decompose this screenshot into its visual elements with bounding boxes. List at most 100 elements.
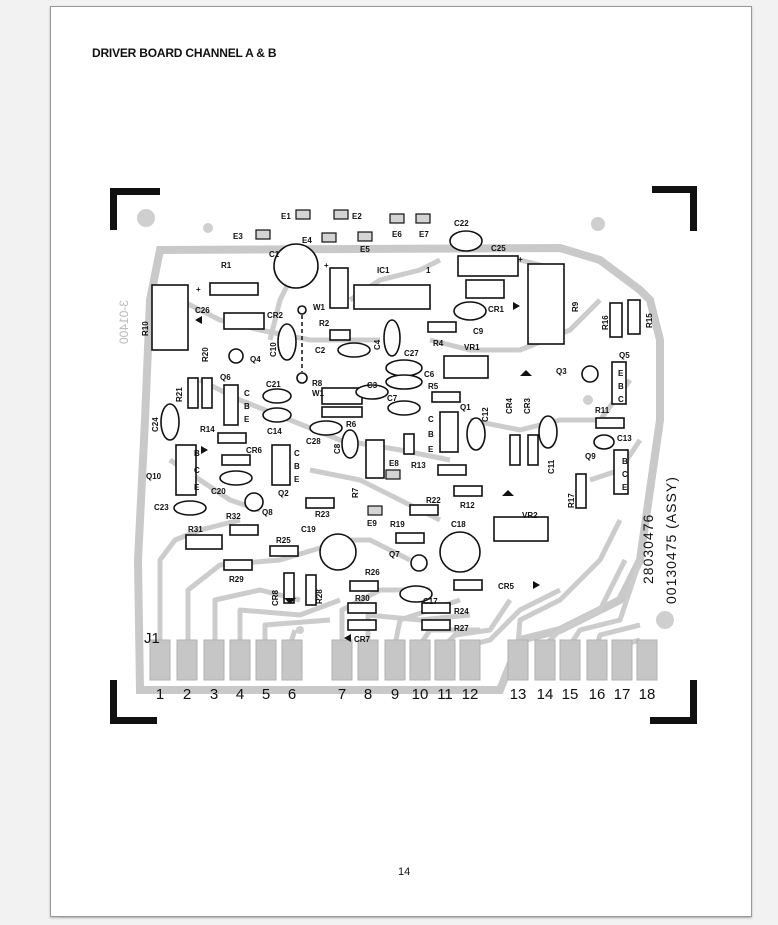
svg-text:C21: C21 — [266, 380, 281, 389]
svg-text:E: E — [244, 415, 250, 424]
pin-number: 9 — [391, 686, 399, 703]
pin-number: 4 — [236, 686, 244, 703]
svg-text:Q1: Q1 — [460, 403, 471, 412]
svg-text:C17: C17 — [423, 597, 438, 606]
svg-text:C4: C4 — [373, 339, 382, 350]
svg-text:R13: R13 — [411, 461, 426, 470]
pin-number: 8 — [364, 686, 372, 703]
page-bottom-rule — [60, 917, 750, 918]
svg-text:B: B — [294, 462, 300, 471]
svg-text:B: B — [618, 382, 624, 391]
svg-text:CR7: CR7 — [354, 635, 371, 644]
svg-text:C11: C11 — [547, 459, 556, 474]
svg-text:Q9: Q9 — [585, 452, 596, 461]
svg-text:R14: R14 — [200, 425, 215, 434]
pin-number: 18 — [639, 686, 656, 703]
svg-text:VR1: VR1 — [464, 343, 480, 352]
svg-text:Q4: Q4 — [250, 355, 261, 364]
svg-text:E3: E3 — [233, 232, 243, 241]
svg-text:R9: R9 — [571, 301, 580, 312]
svg-text:E1: E1 — [281, 212, 291, 221]
svg-text:E: E — [618, 369, 624, 378]
svg-text:Q8: Q8 — [262, 508, 273, 517]
svg-text:C6: C6 — [424, 370, 435, 379]
svg-text:C: C — [194, 466, 200, 475]
svg-text:E: E — [428, 445, 434, 454]
svg-text:C24: C24 — [151, 417, 160, 432]
svg-text:E4: E4 — [302, 236, 312, 245]
svg-text:R5: R5 — [428, 382, 439, 391]
pin-number: 12 — [462, 686, 479, 703]
svg-text:C28: C28 — [306, 437, 321, 446]
pin-number: 2 — [183, 686, 191, 703]
svg-text:C14: C14 — [267, 427, 282, 436]
svg-text:R1: R1 — [221, 261, 232, 270]
capacitor-bodies — [160, 230, 615, 603]
svg-text:+: + — [324, 261, 329, 270]
svg-text:E: E — [622, 483, 628, 492]
mirrored-text: 3-01400 — [117, 300, 131, 344]
svg-text:E2: E2 — [352, 212, 362, 221]
registration-marks — [110, 186, 697, 724]
svg-text:C9: C9 — [473, 327, 484, 336]
pin-number: 16 — [589, 686, 606, 703]
pads — [255, 209, 431, 516]
svg-text:+: + — [518, 255, 523, 264]
part-number: 28030476 — [640, 514, 656, 584]
svg-text:C13: C13 — [617, 434, 632, 443]
svg-text:R2: R2 — [319, 319, 330, 328]
svg-text:CR8: CR8 — [271, 589, 280, 606]
svg-text:CR6: CR6 — [246, 446, 263, 455]
assembly-number: 00130475 (ASSY) — [663, 476, 679, 604]
svg-text:VR2: VR2 — [522, 511, 538, 520]
svg-text:E9: E9 — [367, 519, 377, 528]
svg-text:C22: C22 — [454, 219, 469, 228]
svg-text:R10: R10 — [141, 321, 150, 336]
svg-text:B: B — [622, 457, 628, 466]
svg-text:R25: R25 — [276, 536, 291, 545]
connector-label: J1 — [144, 630, 160, 647]
svg-text:CR3: CR3 — [523, 397, 532, 414]
diode-symbols — [195, 302, 540, 642]
svg-text:R29: R29 — [229, 575, 244, 584]
svg-text:C25: C25 — [491, 244, 506, 253]
svg-text:B: B — [194, 449, 200, 458]
pin-number: 1 — [156, 686, 164, 703]
svg-text:B: B — [244, 402, 250, 411]
mounting-holes — [137, 209, 674, 634]
svg-text:C27: C27 — [404, 349, 419, 358]
svg-text:1: 1 — [426, 266, 431, 275]
svg-text:E7: E7 — [419, 230, 429, 239]
svg-text:C10: C10 — [269, 342, 278, 357]
svg-text:C2: C2 — [315, 346, 326, 355]
pin-number: 14 — [537, 686, 554, 703]
pin-number: 10 — [412, 686, 429, 703]
svg-text:E6: E6 — [392, 230, 402, 239]
svg-text:C23: C23 — [154, 503, 169, 512]
pin-number: 5 — [262, 686, 270, 703]
pin-number: 15 — [562, 686, 579, 703]
svg-text:Q5: Q5 — [619, 351, 630, 360]
svg-text:C: C — [622, 470, 628, 479]
svg-text:R28: R28 — [315, 589, 324, 604]
svg-text:C: C — [428, 415, 434, 424]
pin-number: 11 — [437, 686, 453, 703]
svg-text:C26: C26 — [195, 306, 210, 315]
pin-number: 13 — [510, 686, 527, 703]
svg-text:Q7: Q7 — [389, 550, 400, 559]
svg-text:R12: R12 — [460, 501, 475, 510]
svg-text:C19: C19 — [301, 525, 316, 534]
svg-text:C: C — [618, 395, 624, 404]
component-bodies — [151, 255, 641, 631]
svg-text:W1: W1 — [312, 389, 325, 398]
svg-text:C8: C8 — [333, 443, 342, 454]
board-outline — [133, 243, 664, 694]
page-number: 14 — [398, 866, 411, 878]
svg-text:3-01400: 3-01400 — [117, 300, 131, 344]
pin-number: 6 — [288, 686, 296, 703]
svg-text:C12: C12 — [481, 407, 490, 422]
pin-number: 3 — [210, 686, 218, 703]
svg-text:R21: R21 — [175, 387, 184, 402]
svg-text:R8: R8 — [312, 379, 323, 388]
